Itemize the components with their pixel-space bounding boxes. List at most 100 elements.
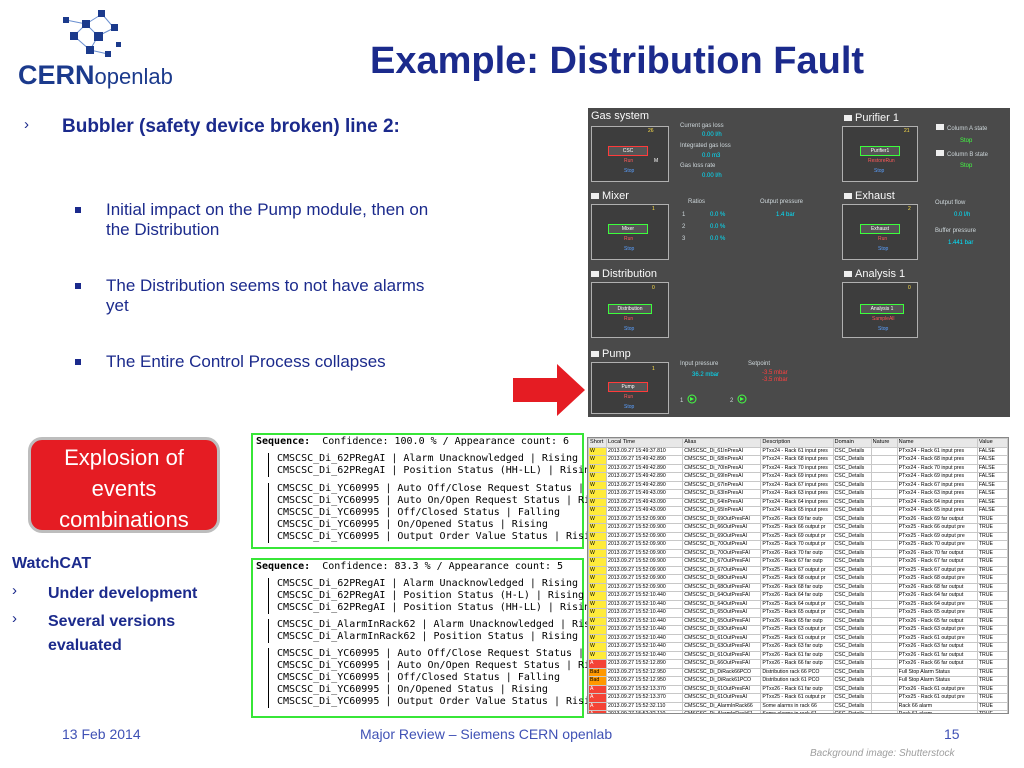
table-cell: CMSCSC_Di_67OutPresAI: [682, 565, 762, 575]
table-cell: TRUE: [976, 667, 1008, 677]
footer-date: 13 Feb 2014: [62, 726, 141, 742]
table-cell: [870, 591, 898, 601]
table-cell: 2013.09.27 15:52:09.900: [606, 523, 684, 533]
sequence-event: CMSCSC_Di_YC60995 | On/Opened Status | R…: [277, 519, 548, 530]
table-cell: TRUE: [976, 684, 1008, 694]
table-header-cell: Nature: [870, 438, 898, 448]
table-cell: CMSCSC_Di_61OutPresAI: [682, 633, 762, 643]
table-cell: Rack 61 alarm: [896, 710, 978, 713]
table-cell: CMSCSC_Di_69OutPresAI: [682, 531, 762, 541]
table-cell: W: [588, 446, 608, 456]
table-cell: W: [588, 574, 608, 584]
table-cell: [870, 514, 898, 524]
table-cell: FALSE: [976, 446, 1008, 456]
table-cell: TRUE: [976, 523, 1008, 533]
table-cell: PTxx25 - Rack 61 output pr: [760, 693, 834, 703]
purifier-col-b: Column B state: [936, 150, 988, 158]
table-cell: CMSCSC_Di_63OutPresFAI: [682, 642, 762, 652]
table-cell: PTxx26 - Rack 68 far outp: [760, 582, 834, 592]
table-cell: PTxx25 - Rack 70 output pre: [896, 540, 978, 550]
sequence-group: CMSCSC_Di_62PRegAI | Alarm Unacknowledge…: [253, 578, 596, 614]
table-cell: TRUE: [976, 659, 1008, 669]
distribution-state-button[interactable]: Distribution: [608, 304, 652, 314]
table-cell: CSC_Details: [832, 684, 872, 694]
table-cell: PTxx24 - Rack 69 input pres: [760, 472, 834, 482]
mixer-row-1-val: 0.0 %: [710, 212, 726, 218]
mixer-row-3-idx: 3: [682, 236, 686, 242]
pump-1-icon: [687, 394, 697, 404]
pump-input-label: Input pressure: [680, 361, 719, 367]
table-cell: PTxx25 - Rack 65 output pr: [760, 608, 834, 618]
table-cell: 2013.09.27 15:52:09.900: [606, 514, 684, 524]
table-cell: W: [588, 565, 608, 575]
table-cell: CMSCSC_Di_AlarmInRack61: [682, 710, 762, 713]
table-cell: PTxx24 - Rack 68 input pres: [896, 455, 978, 465]
table-cell: TRUE: [976, 616, 1008, 626]
exhaust-state-button[interactable]: Exhaust: [860, 224, 900, 234]
table-cell: CMSCSC_Di_70InPresAI: [682, 463, 762, 473]
table-cell: CSC_Details: [832, 463, 872, 473]
sequence-group: CMSCSC_Di_AlarmInRack62 | Alarm Unacknow…: [253, 619, 608, 643]
sequence-event: CMSCSC_Di_62PRegAI | Position Status (HH…: [277, 465, 597, 476]
table-cell: FALSE: [976, 489, 1008, 499]
pump-state-button[interactable]: Pump: [608, 382, 648, 392]
table-cell: TRUE: [976, 633, 1008, 643]
table-cell: PTxx25 - Rack 67 output pre: [896, 565, 978, 575]
sequence-box-1: Sequence: Confidence: 100.0 % / Appearan…: [251, 433, 632, 549]
table-cell: PTxx25 - Rack 67 output pr: [760, 565, 834, 575]
table-cell: TRUE: [976, 701, 1008, 711]
table-cell: TRUE: [976, 514, 1008, 524]
table-cell: CSC_Details: [832, 446, 872, 456]
gas-state-button[interactable]: CSC: [608, 146, 648, 156]
table-cell: [870, 548, 898, 558]
exhaust-run: Run: [878, 236, 888, 242]
table-header-cell: Local Time: [606, 438, 684, 448]
table-cell: CMSCSC_Di_AlarmInRack66: [682, 701, 762, 711]
table-cell: 2013.09.27 15:52:10.440: [606, 599, 684, 609]
table-cell: [870, 489, 898, 499]
purifier-name: Purifier 1: [855, 112, 900, 124]
sequence-box-2: Sequence: Confidence: 83.3 % / Appearanc…: [251, 558, 632, 718]
panel-title-pump: Pump: [591, 348, 631, 360]
table-cell: PTxx26 - Rack 69 far outp: [760, 514, 834, 524]
analysis-state-button[interactable]: Analysis 1: [860, 304, 904, 314]
table-cell: [870, 599, 898, 609]
analysis-run: SampleAll: [872, 316, 895, 322]
purifier-state-button[interactable]: Purifier1: [860, 146, 900, 156]
mixer-state-button[interactable]: Mixer: [608, 224, 648, 234]
table-cell: [870, 701, 898, 711]
